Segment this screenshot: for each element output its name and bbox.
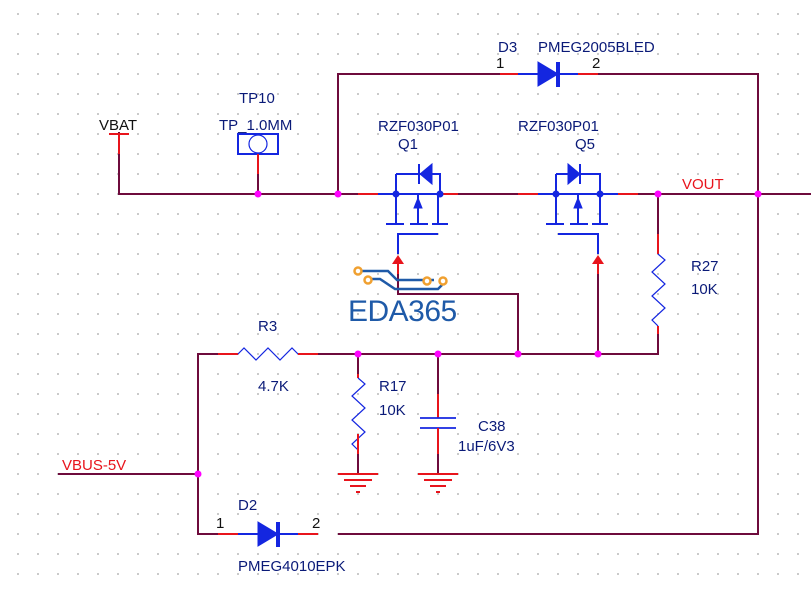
tp10-ref: TP10 xyxy=(239,90,275,107)
r27-value: 10K xyxy=(691,281,718,298)
q5-ref: Q5 xyxy=(575,136,595,153)
logo-pad-icon xyxy=(438,276,448,286)
r3-ref: R3 xyxy=(258,318,277,335)
diode-triangle-icon xyxy=(537,61,559,87)
q5-node xyxy=(596,190,604,198)
q5-node xyxy=(552,190,560,198)
logo-pad-icon xyxy=(363,275,373,285)
mosfet-arrow-icon xyxy=(573,196,583,209)
q1-body xyxy=(378,173,441,224)
junction-dot xyxy=(594,350,602,358)
resistor-r17[interactable]: R17 10K xyxy=(351,374,407,454)
d2-pin2-label: 2 xyxy=(312,515,320,532)
wire-vbus xyxy=(58,473,218,535)
body-diode-icon xyxy=(567,162,581,186)
testpoint-box-icon xyxy=(237,133,279,155)
d3-pin2-label: 2 xyxy=(592,55,600,72)
mosfet-q5[interactable]: RZF030P01 Q5 xyxy=(518,118,638,274)
r17-value: 10K xyxy=(379,402,406,419)
wire-r3-left xyxy=(197,353,218,474)
q1-value: RZF030P01 xyxy=(378,118,459,135)
wire-q1-gate xyxy=(397,274,519,354)
mosfet-arrow-icon xyxy=(413,196,423,209)
ground-c38 xyxy=(418,473,458,493)
vbat-label: VBAT xyxy=(99,117,137,134)
junction-dot xyxy=(354,350,362,358)
junction-dot xyxy=(514,350,522,358)
q1-node xyxy=(436,190,444,198)
wires xyxy=(58,73,811,535)
resistor-r27[interactable]: R27 10K xyxy=(651,234,719,334)
junctions xyxy=(194,190,762,478)
d3-ref: D3 xyxy=(498,39,517,56)
r17-ref: R17 xyxy=(379,378,407,395)
logo-trace-icon xyxy=(358,269,434,282)
logo-text: EDA365 xyxy=(348,295,457,328)
testpoint-tp10[interactable]: TP10 TP_1.0MM xyxy=(219,90,292,194)
gate-arrow-icon xyxy=(592,255,604,264)
junction-dot xyxy=(194,470,202,478)
vout-label[interactable]: VOUT xyxy=(682,176,724,193)
junction-dot xyxy=(434,350,442,358)
d2-ref: D2 xyxy=(238,497,257,514)
diode-triangle-icon xyxy=(257,521,279,547)
ground-r17 xyxy=(338,473,378,493)
c38-ref: C38 xyxy=(478,418,506,435)
wire-r27-bottom xyxy=(598,334,659,355)
d2-pin1-label: 1 xyxy=(216,515,224,532)
junction-dot xyxy=(254,190,262,198)
wire-vout-d2 xyxy=(338,194,759,535)
logo-pad-icon xyxy=(422,276,432,286)
wire-d3-left xyxy=(337,73,500,194)
body-diode-icon xyxy=(419,162,433,186)
d2-value: PMEG4010EPK xyxy=(238,558,346,575)
gate-arrow-icon xyxy=(392,255,404,264)
mosfet-q1[interactable]: RZF030P01 Q1 xyxy=(358,118,459,274)
q1-gate-lead xyxy=(397,233,438,254)
junction-dot xyxy=(654,190,662,198)
r3-value: 4.7K xyxy=(258,378,289,395)
resistor-zigzag-icon xyxy=(351,377,366,451)
junction-dot xyxy=(754,190,762,198)
logo-trace-icon xyxy=(368,277,443,291)
q1-node xyxy=(392,190,400,198)
vbus-label[interactable]: VBUS-5V xyxy=(62,457,126,474)
eda365-watermark: EDA365 xyxy=(348,266,457,328)
q5-body-lead xyxy=(577,193,600,224)
diode-d3[interactable]: D3 PMEG2005BLED 1 2 xyxy=(496,39,655,87)
r27-ref: R27 xyxy=(691,258,719,275)
resistor-r3[interactable]: R3 4.7K xyxy=(218,318,318,395)
tp10-value: TP_1.0MM xyxy=(219,117,292,134)
diode-d2[interactable]: D2 1 2 PMEG4010EPK xyxy=(216,497,346,575)
q5-value: RZF030P01 xyxy=(518,118,599,135)
resistor-zigzag-icon xyxy=(237,347,299,361)
net-vbat[interactable]: VBAT xyxy=(99,117,137,154)
junction-dot xyxy=(334,190,342,198)
testpoint-circle-icon xyxy=(248,134,268,154)
d3-value: PMEG2005BLED xyxy=(538,39,655,56)
c38-value: 1uF/6V3 xyxy=(458,438,515,455)
wire-d3-right xyxy=(598,73,759,194)
resistor-zigzag-icon xyxy=(651,253,666,327)
d3-pin1-label: 1 xyxy=(496,55,504,72)
q5-gate-lead xyxy=(558,233,599,254)
logo-pad-icon xyxy=(353,266,363,276)
q1-ref: Q1 xyxy=(398,136,418,153)
capacitor-c38[interactable]: C38 1uF/6V3 xyxy=(420,394,515,455)
